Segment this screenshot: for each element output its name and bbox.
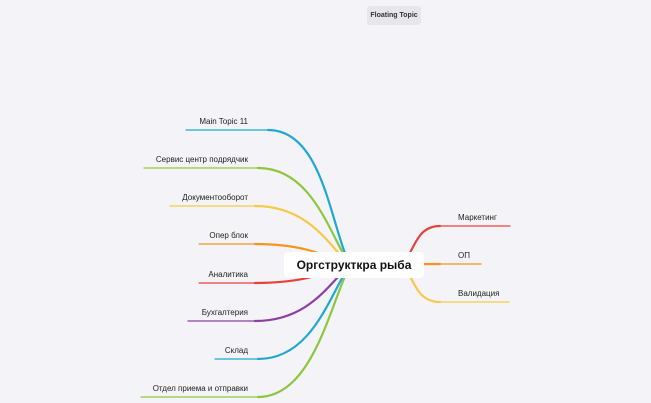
left-topic-label[interactable]: Склад xyxy=(224,346,248,355)
left-topic-label[interactable]: Бухгалтерия xyxy=(201,308,248,317)
right-topic-label[interactable]: Валидация xyxy=(458,289,500,298)
left-topic-label[interactable]: Main Topic 11 xyxy=(199,117,248,126)
left-topic-label[interactable]: Отдел приема и отправки xyxy=(152,384,248,393)
left-topic-label[interactable]: Аналитика xyxy=(208,270,248,279)
left-topic-label[interactable]: Документооборот xyxy=(182,193,248,202)
central-topic-label: Оргструкткра рыба xyxy=(296,258,412,272)
branch-curve-left xyxy=(266,128,352,267)
branch-curve-left xyxy=(256,263,352,399)
left-topic-label[interactable]: Опер блок xyxy=(209,231,248,240)
floating-topic[interactable]: Floating Topic xyxy=(367,6,421,25)
floating-topic-label: Floating Topic xyxy=(370,12,418,19)
left-topic-label[interactable]: Сервис центр подрядчик xyxy=(155,155,248,164)
right-topic-label[interactable]: ОП xyxy=(458,251,470,260)
central-topic[interactable]: Оргструкткра рыба xyxy=(284,252,424,278)
right-topic-label[interactable]: Маркетинг xyxy=(458,213,497,222)
